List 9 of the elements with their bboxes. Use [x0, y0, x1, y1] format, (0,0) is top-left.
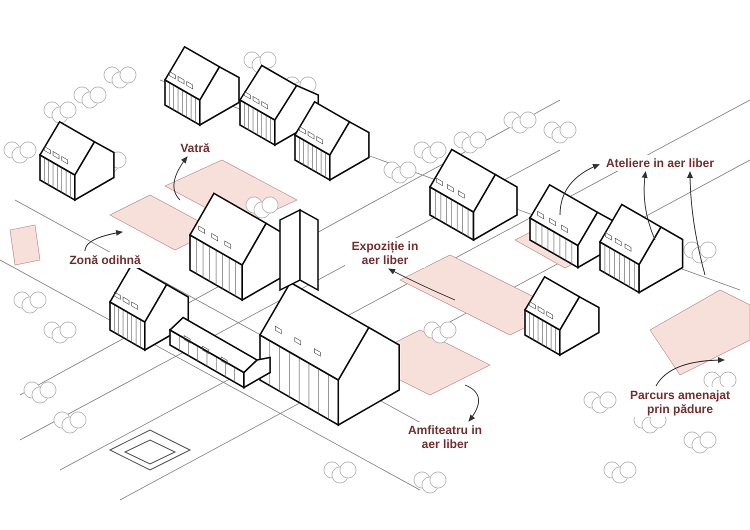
- leader-arrow: [388, 268, 456, 300]
- leader-arrow: [464, 384, 479, 422]
- leader-arrow: [687, 171, 706, 276]
- leader-arrow: [560, 164, 600, 216]
- area-label: Expoziție in aer liber: [345, 238, 425, 268]
- leader-arrow: [173, 156, 188, 200]
- leader-arrow: [642, 171, 656, 240]
- leader-arrow: [656, 357, 725, 386]
- leader-arrow: [84, 230, 123, 252]
